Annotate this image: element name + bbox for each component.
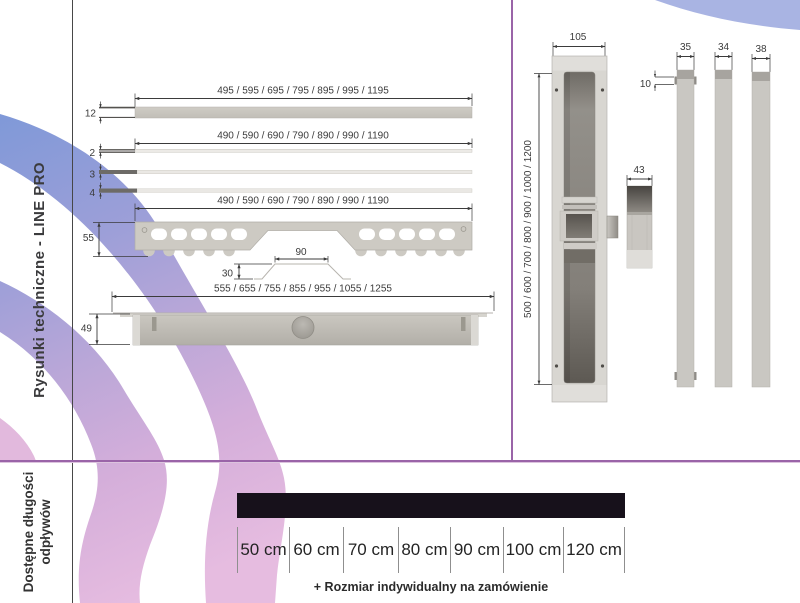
size-cell-100: 100 cm	[503, 527, 563, 573]
size-cell-120: 120 cm	[563, 527, 625, 573]
screw-dots	[554, 88, 605, 368]
size-cell-90: 90 cm	[450, 527, 503, 573]
custom-size-note: + Rozmiar indywidualny na zamówienie	[313, 580, 549, 594]
drawing-hump: 90 30	[222, 247, 351, 280]
swirl-band-2	[0, 281, 167, 603]
section-divider-line	[0, 460, 800, 462]
bar1-width-dim: 35	[680, 42, 692, 53]
size-cell-70: 70 cm	[343, 527, 398, 573]
size-row: 50 cm 60 cm 70 cm 80 cm 90 cm 100 cm 120…	[237, 527, 625, 573]
profiles-length-dim: 490 / 590 / 690 / 790 / 890 / 990 / 1190	[217, 131, 389, 142]
body-length-range-dim: 500 / 600 / 700 / 800 / 900 / 1000 / 120…	[523, 140, 534, 318]
grate-height-dim: 12	[85, 109, 97, 120]
size-cell-50: 50 cm	[237, 527, 289, 573]
drawing-channel: 555 / 655 / 755 / 855 / 955 / 1055 / 125…	[81, 284, 495, 346]
drawing-grate: 495 / 595 / 695 / 795 / 895 / 995 / 1195…	[85, 86, 473, 124]
bracket-height-dim: 55	[83, 233, 95, 244]
body-width-dim: 105	[570, 32, 587, 43]
left-rule-line	[72, 0, 73, 603]
available-lengths-section: 50 cm 60 cm 70 cm 80 cm 90 cm 100 cm 120…	[237, 493, 625, 594]
panel-divider-line	[511, 0, 513, 461]
hump-height-dim: 30	[222, 269, 234, 280]
section-title-technical: Rysunki techniczne - LINE PRO	[31, 162, 48, 398]
drawing-bracket: 490 / 590 / 690 / 790 / 890 / 990 / 1190	[83, 196, 473, 257]
technical-drawings-right: 105 500 / 600 / 700 / 800 / 900 / 1000 /…	[523, 32, 771, 403]
channel-height-dim: 49	[81, 324, 93, 335]
drawing-grate-bars: 35 10 34 38	[640, 42, 771, 388]
profile-c-height-dim: 4	[89, 188, 95, 199]
bar2-width-dim: 34	[718, 42, 730, 53]
technical-drawings-left: 495 / 595 / 695 / 795 / 895 / 995 / 1195…	[81, 86, 495, 346]
profile-a-height-dim: 2	[89, 148, 95, 159]
side-outlet	[606, 215, 619, 239]
lengths-title-line2: odpływów	[38, 499, 53, 565]
lengths-title-line1: Dostępne długości	[21, 471, 36, 593]
drain-length-bar	[237, 493, 625, 518]
siphon-width-dim: 43	[633, 165, 645, 176]
grate-length-dim: 495 / 595 / 695 / 795 / 895 / 995 / 1195	[217, 86, 389, 97]
bracket-slots	[151, 228, 455, 240]
bracket-length-dim: 490 / 590 / 690 / 790 / 890 / 990 / 1190	[217, 196, 389, 207]
hump-width-dim: 90	[295, 247, 307, 258]
corner-arc	[655, 0, 800, 30]
swirl-band-3	[0, 418, 36, 461]
profile-b-height-dim: 3	[89, 170, 95, 181]
bar3-width-dim: 38	[755, 44, 767, 55]
bar1-flange-dim: 10	[640, 79, 652, 90]
drawing-body-top-view: 105 500 / 600 / 700 / 800 / 900 / 1000 /…	[523, 32, 619, 403]
size-cell-80: 80 cm	[398, 527, 450, 573]
size-cell-60: 60 cm	[289, 527, 343, 573]
drawing-profiles: 490 / 590 / 690 / 790 / 890 / 990 / 1190…	[89, 131, 473, 199]
swirl-band-1	[0, 114, 286, 603]
section-title-lengths: Dostępne długości odpływów	[20, 467, 56, 597]
drawing-siphon: 43	[626, 165, 653, 269]
channel-length-dim: 555 / 655 / 755 / 855 / 955 / 1055 / 125…	[214, 284, 392, 295]
